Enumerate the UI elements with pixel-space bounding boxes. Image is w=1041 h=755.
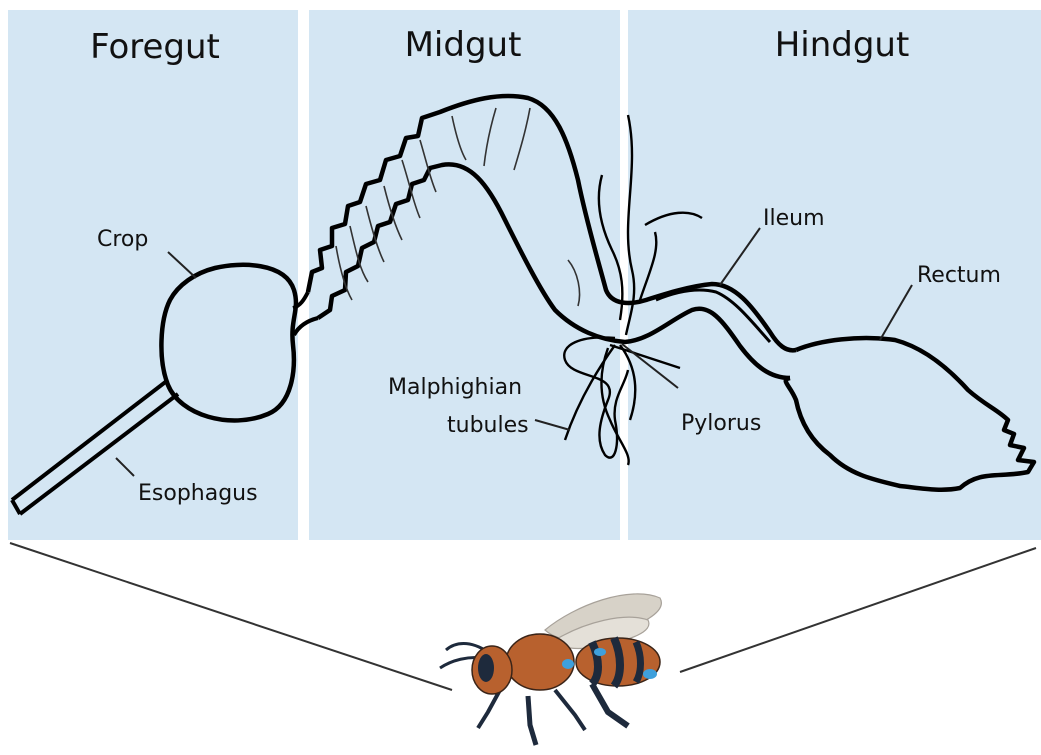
foregut-title: Foregut [90,27,220,67]
rectum-label: Rectum [917,263,1001,288]
ileum-label: Ileum [763,206,825,231]
malpighian-label-line2: tubules [447,413,529,438]
hindgut-title: Hindgut [775,25,910,65]
pylorus-label: Pylorus [681,411,761,436]
crop-label: Crop [97,227,148,252]
bee-icon [440,594,661,745]
midgut-title: Midgut [405,25,522,65]
esophagus-label: Esophagus [138,481,258,506]
malpighian-label-line1: Malphighian [388,375,522,400]
foregut-panel [8,10,298,540]
midgut-panel [309,10,620,540]
